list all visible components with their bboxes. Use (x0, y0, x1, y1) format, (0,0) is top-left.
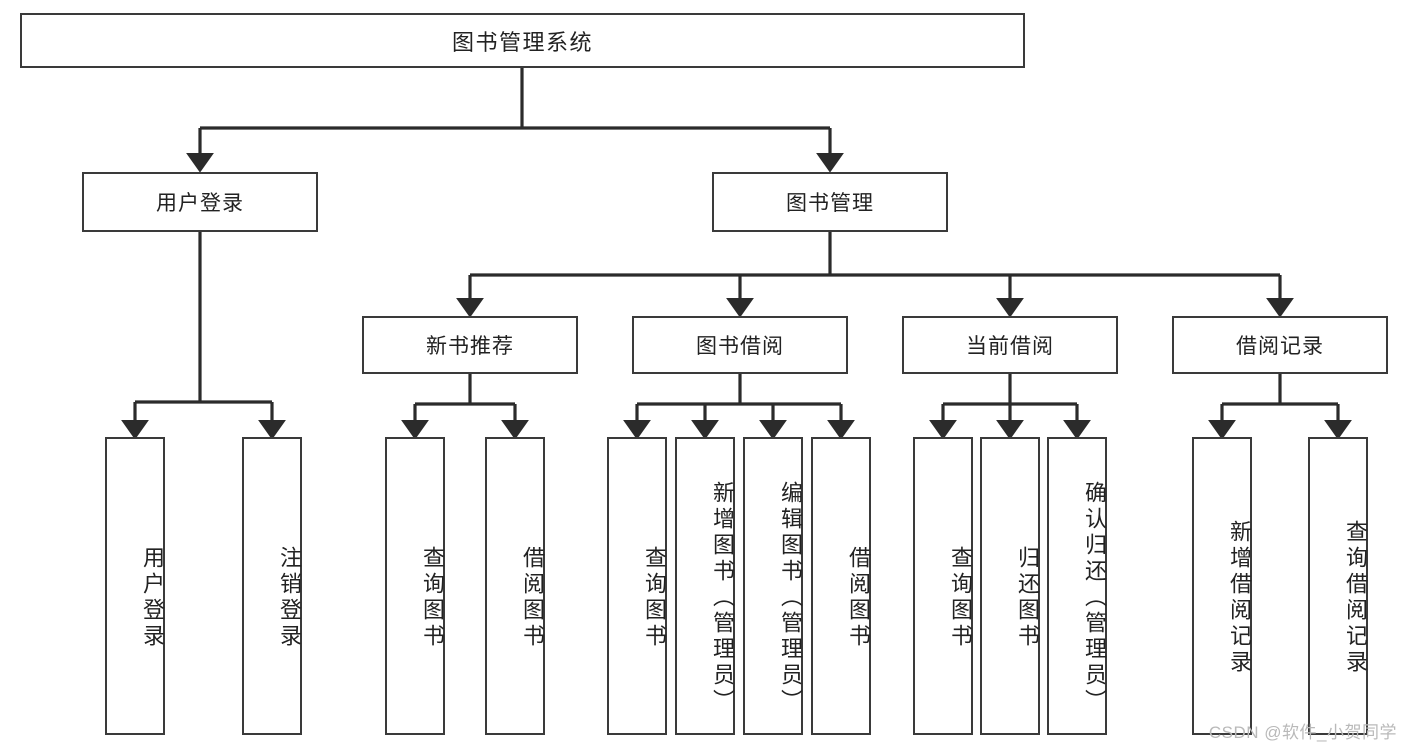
node-leaf-add-book[interactable]: 新增图书（管理员） (675, 437, 735, 735)
node-leaf-borrow-book-1[interactable]: 借阅图书 (485, 437, 545, 735)
node-label: 查询图书 (642, 546, 667, 650)
node-label: 新书推荐 (426, 335, 514, 358)
node-label: 图书管理系统 (451, 29, 593, 55)
node-label: 图书管理 (786, 192, 874, 215)
node-label: 借阅图书 (846, 546, 871, 650)
node-book-borrow[interactable]: 图书借阅 (632, 316, 848, 374)
node-leaf-user-login[interactable]: 用户登录 (105, 437, 165, 735)
node-root-book-management-system[interactable]: 图书管理系统 (20, 13, 1025, 68)
node-leaf-add-record[interactable]: 新增借阅记录 (1192, 437, 1252, 735)
node-label: 当前借阅 (966, 335, 1054, 358)
node-leaf-return-book[interactable]: 归还图书 (980, 437, 1040, 735)
node-borrow-record[interactable]: 借阅记录 (1172, 316, 1388, 374)
node-new-book-recommend[interactable]: 新书推荐 (362, 316, 578, 374)
node-label: 查询借阅记录 (1343, 520, 1368, 676)
node-label: 图书借阅 (696, 335, 784, 358)
node-label: 查询图书 (420, 546, 445, 650)
node-leaf-query-book-2[interactable]: 查询图书 (607, 437, 667, 735)
node-user-login[interactable]: 用户登录 (82, 172, 318, 232)
node-label: 用户登录 (156, 192, 244, 215)
node-label: 新增借阅记录 (1227, 520, 1252, 676)
node-leaf-query-book-1[interactable]: 查询图书 (385, 437, 445, 735)
node-label: 编辑图书（管理员） (778, 481, 803, 715)
node-leaf-confirm-return[interactable]: 确认归还（管理员） (1047, 437, 1107, 735)
node-leaf-edit-book[interactable]: 编辑图书（管理员） (743, 437, 803, 735)
node-label: 新增图书（管理员） (710, 481, 735, 715)
node-label: 用户登录 (140, 546, 165, 650)
csdn-watermark: CSDN @软件_小贺同学 (1208, 723, 1397, 742)
node-leaf-user-logout[interactable]: 注销登录 (242, 437, 302, 735)
node-label: 确认归还（管理员） (1082, 481, 1107, 715)
node-label: 借阅记录 (1236, 335, 1324, 358)
node-label: 借阅图书 (520, 546, 545, 650)
node-label: 注销登录 (277, 546, 302, 650)
node-label: 查询图书 (948, 546, 973, 650)
node-leaf-query-record[interactable]: 查询借阅记录 (1308, 437, 1368, 735)
node-label: 归还图书 (1015, 546, 1040, 650)
node-current-borrow[interactable]: 当前借阅 (902, 316, 1118, 374)
node-leaf-borrow-book-2[interactable]: 借阅图书 (811, 437, 871, 735)
node-leaf-query-book-3[interactable]: 查询图书 (913, 437, 973, 735)
node-book-management[interactable]: 图书管理 (712, 172, 948, 232)
